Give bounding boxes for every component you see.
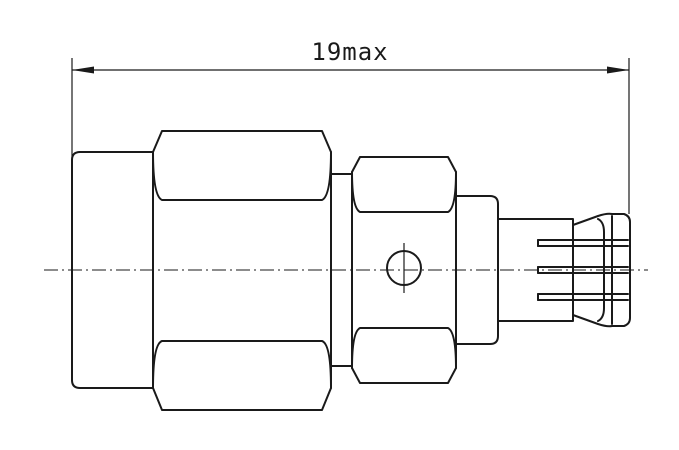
- dimension: 19max: [71, 38, 630, 214]
- collar: [455, 195, 499, 345]
- coupling-nut: [71, 151, 154, 389]
- dimension-label: 19max: [311, 38, 388, 66]
- right-arrowhead: [607, 66, 629, 74]
- left-arrowhead: [72, 66, 94, 74]
- large-hex-nut: [152, 130, 332, 411]
- small-hex-body: [351, 156, 457, 384]
- neck: [330, 173, 353, 367]
